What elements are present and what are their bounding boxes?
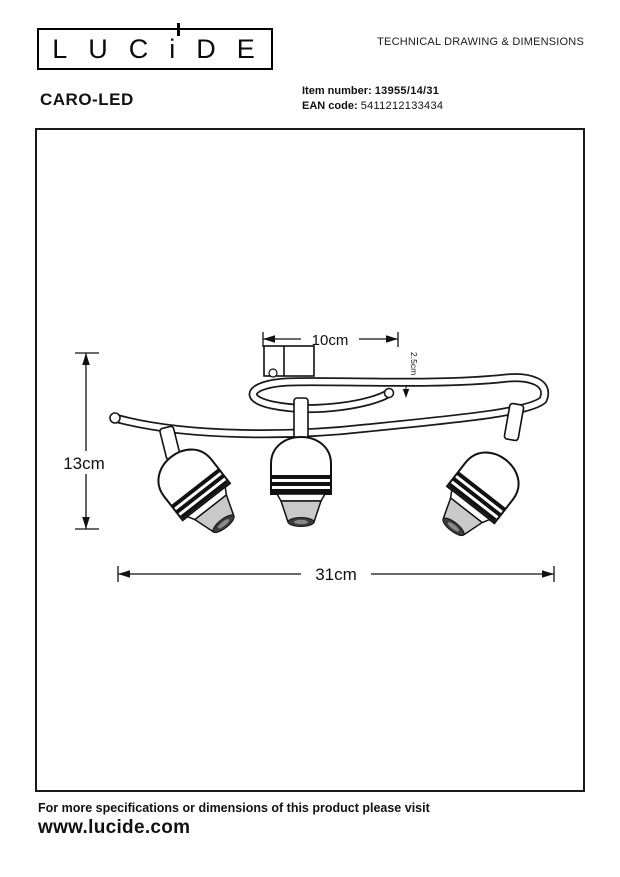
footer-note: For more specifications or dimensions of… xyxy=(38,801,430,815)
document-type-label: TECHNICAL DRAWING & DIMENSIONS xyxy=(377,36,584,48)
ceiling-canopy xyxy=(263,345,315,378)
stem-center xyxy=(293,397,309,439)
technical-drawing: 10cm 2.5cm xyxy=(55,328,555,585)
logo-i-accent xyxy=(177,23,180,36)
spotlight-left xyxy=(145,436,252,548)
ean-label: EAN code: xyxy=(302,100,358,112)
product-codes: Item number: 13955/14/31 EAN code: 54112… xyxy=(302,84,443,114)
item-number-row: Item number: 13955/14/31 xyxy=(302,84,443,99)
dim-13cm-label: 13cm xyxy=(63,454,105,473)
canopy-screw xyxy=(268,368,278,378)
dimension-10cm: 10cm xyxy=(262,328,399,349)
dimension-13cm: 13cm xyxy=(55,352,115,530)
footer-website: www.lucide.com xyxy=(38,817,191,838)
pivot-stems xyxy=(159,397,525,461)
logo-text: LUCiDE xyxy=(52,33,276,64)
item-number-value: 13955/14/31 xyxy=(374,85,440,97)
spotlight-right xyxy=(425,439,532,551)
spiral-arm xyxy=(109,373,550,439)
dimension-31cm: 31cm xyxy=(117,562,555,585)
arm-end-cap-left xyxy=(109,412,121,424)
product-name: CARO-LED xyxy=(40,90,134,109)
drawing-frame: 10cm 2.5cm xyxy=(35,128,585,792)
dimension-2-5cm: 2.5cm xyxy=(402,352,419,398)
ean-value: 5411212133434 xyxy=(360,100,444,112)
dim-31cm-label: 31cm xyxy=(315,565,357,584)
dim-2-5cm-label: 2.5cm xyxy=(409,352,419,375)
lucide-logo: LUCiDE xyxy=(37,23,276,70)
dim-10cm-label: 10cm xyxy=(312,332,349,349)
spiral-arm-body xyxy=(112,374,548,437)
spotlight-center xyxy=(269,435,333,529)
arm-end-cap-inner xyxy=(383,387,395,399)
stem-right xyxy=(503,402,525,442)
item-number-label: Item number: xyxy=(302,85,372,97)
ean-row: EAN code: 5411212133434 xyxy=(302,99,443,114)
